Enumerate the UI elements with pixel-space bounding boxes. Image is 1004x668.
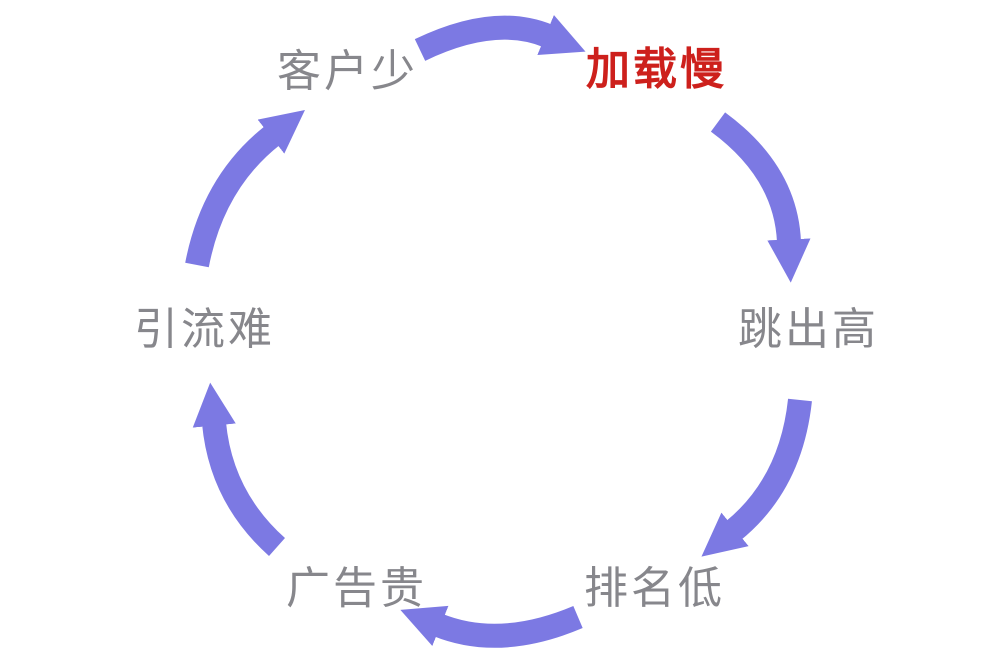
arrow-slow-loading-to-high-bounce (710, 112, 811, 283)
arrow-low-ranking-to-expensive-ads (400, 605, 583, 648)
node-label-slow-loading: 加载慢 (586, 45, 727, 94)
node-label-high-bounce: 跳出高 (738, 305, 879, 354)
arrow-high-bounce-to-low-ranking (701, 398, 812, 557)
arrow-few-customers-to-slow-loading (414, 15, 586, 61)
node-label-low-ranking: 排名低 (584, 564, 725, 613)
node-label-hard-traffic: 引流难 (134, 305, 275, 354)
node-label-expensive-ads: 广告贵 (286, 564, 427, 613)
arrow-expensive-ads-to-hard-traffic (192, 382, 286, 556)
arrow-hard-traffic-to-few-customers (185, 109, 305, 268)
node-label-few-customers: 客户少 (277, 47, 418, 96)
